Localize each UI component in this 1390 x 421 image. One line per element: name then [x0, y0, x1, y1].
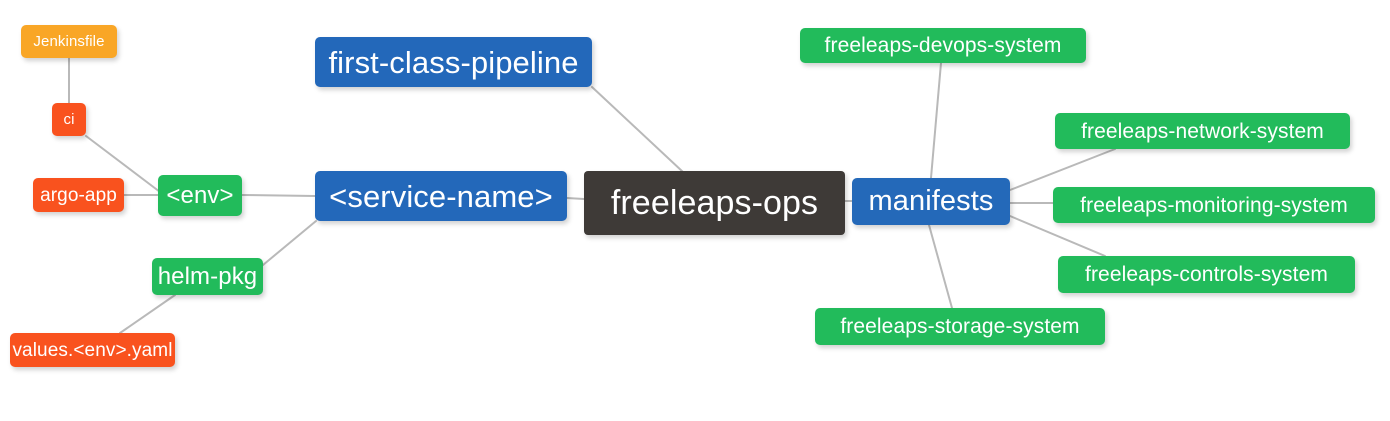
edge-servicename-root — [566, 197, 585, 200]
node-env[interactable]: <env> — [158, 175, 242, 216]
node-manifests-label: manifests — [868, 185, 994, 217]
node-values-yaml[interactable]: values.<env>.yaml — [10, 333, 175, 367]
edge-env-servicename — [241, 194, 316, 197]
node-helm-pkg-label: helm-pkg — [157, 262, 258, 290]
node-freeleaps-devops-system[interactable]: freeleaps-devops-system — [800, 28, 1086, 63]
node-jenkinsfile-label: Jenkinsfile — [33, 33, 105, 50]
node-freeleaps-ops-label: freeleaps-ops — [610, 184, 819, 222]
node-freeleaps-storage-system[interactable]: freeleaps-storage-system — [815, 308, 1105, 345]
node-freeleaps-monitoring-system-label: freeleaps-monitoring-system — [1080, 193, 1348, 217]
edge-manifests-networksystem — [1009, 148, 1116, 191]
node-argo-app-label: argo-app — [40, 184, 117, 206]
node-freeleaps-controls-system-label: freeleaps-controls-system — [1085, 263, 1328, 286]
node-first-class-pipeline[interactable]: first-class-pipeline — [315, 37, 592, 87]
node-freeleaps-network-system-label: freeleaps-network-system — [1081, 119, 1324, 143]
edge-firstclasspipeline-root — [591, 86, 684, 173]
edge-helmpkg-valuesyaml — [119, 294, 176, 334]
node-service-name[interactable]: <service-name> — [315, 171, 567, 221]
node-freeleaps-ops-root[interactable]: freeleaps-ops — [584, 171, 845, 235]
node-argo-app[interactable]: argo-app — [33, 178, 124, 212]
node-freeleaps-storage-system-label: freeleaps-storage-system — [840, 315, 1080, 338]
node-manifests[interactable]: manifests — [852, 178, 1010, 225]
node-freeleaps-controls-system[interactable]: freeleaps-controls-system — [1058, 256, 1355, 293]
node-env-label: <env> — [166, 181, 234, 209]
edge-servicename-helmpkg — [262, 220, 317, 266]
node-service-name-label: <service-name> — [329, 178, 553, 214]
node-values-yaml-label: values.<env>.yaml — [12, 339, 173, 361]
node-ci[interactable]: ci — [52, 103, 86, 136]
node-freeleaps-network-system[interactable]: freeleaps-network-system — [1055, 113, 1350, 149]
node-jenkinsfile[interactable]: Jenkinsfile — [21, 25, 117, 58]
edge-manifests-devopssystem — [930, 62, 942, 179]
edge-manifests-storagesystem — [928, 224, 953, 309]
node-freeleaps-monitoring-system[interactable]: freeleaps-monitoring-system — [1053, 187, 1375, 223]
node-ci-label: ci — [63, 111, 75, 128]
node-freeleaps-devops-system-label: freeleaps-devops-system — [824, 34, 1062, 57]
node-first-class-pipeline-label: first-class-pipeline — [328, 44, 579, 80]
node-helm-pkg[interactable]: helm-pkg — [152, 258, 263, 295]
